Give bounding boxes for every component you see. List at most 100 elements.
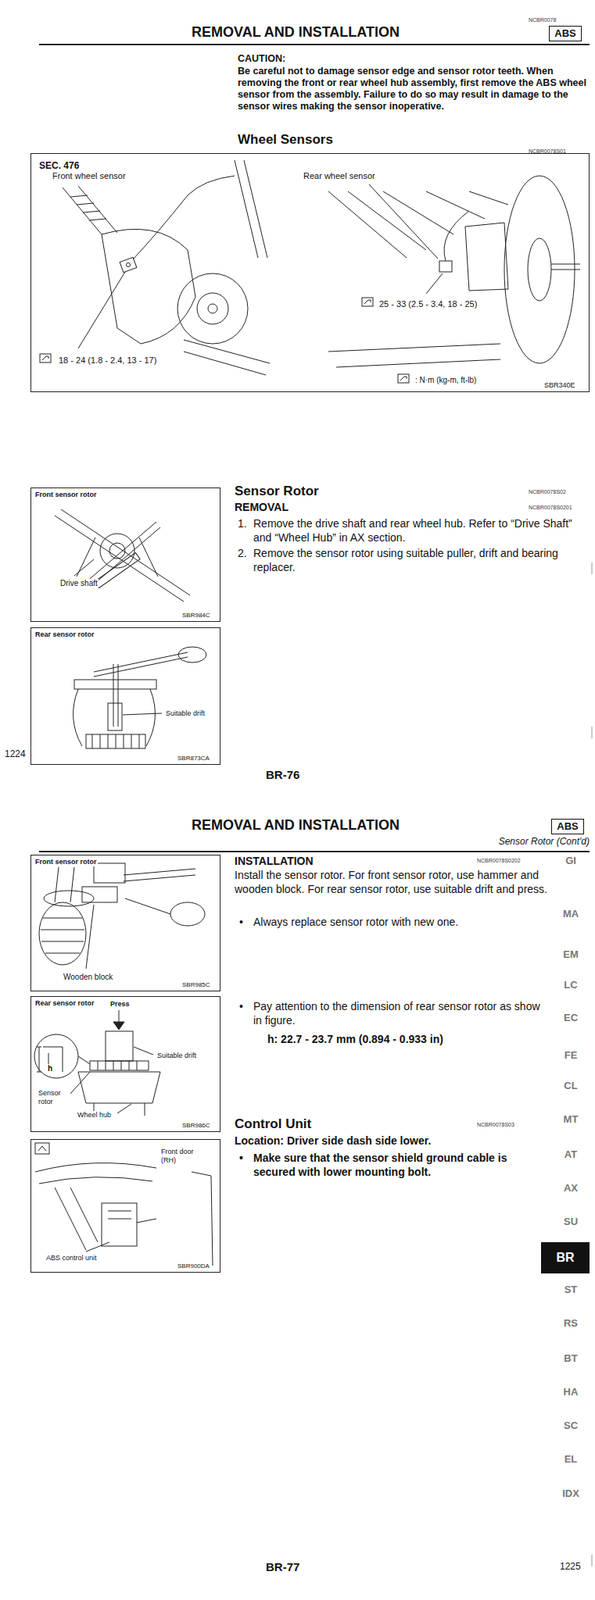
figure-title: Front sensor rotor [34,858,98,868]
figure-code: SBR900DA [176,1263,211,1272]
page-title: REMOVAL AND INSTALLATION [101,817,490,836]
part-name: Wheel hub [76,1111,112,1121]
caution-heading: CAUTION: [237,53,286,66]
caution-text: Be careful not to damage sensor edge and… [237,65,590,113]
part-name: ABS control unit [45,1254,98,1264]
front-rotor-install-drawing [39,863,205,970]
index-tab: MA [553,908,588,922]
unit-legend: : N·m (kg-m, ft-lb) [414,376,477,387]
rear-rotor-press-drawing [34,1010,161,1117]
header-rule [39,851,590,854]
figure-frame: Rear sensor rotorPressSuitable drifthSen… [30,996,221,1133]
reference-code: NCBR0078S02 [528,489,567,497]
index-tab: EC [553,1012,588,1026]
bullet-text: Always replace sensor rotor with new one… [253,916,548,931]
reference-code: NCBR0078S0201 [528,505,573,513]
index-tab: IDX [553,1488,588,1502]
part-name: Wooden block [62,973,114,984]
figure-frame: Front sensor rotorWooden blockSBR985C [30,855,221,993]
reference-code: NCBR0078S0202 [476,858,521,866]
header-rule [39,43,590,46]
index-tab: CL [553,1080,588,1094]
torque-spec: 18 - 24 (1.8 - 2.4, 13 - 17) [57,355,158,367]
body-text: Location: Driver side dash side lower. [234,1135,548,1150]
bullet: • [239,916,244,931]
active-index-tab: BR [541,1243,590,1275]
body-text: Install the sensor rotor. For front sens… [234,869,548,897]
section-tab-box: ABS [551,819,585,836]
dimension-label: h [46,1064,54,1076]
part-name: Front wheel sensor [51,171,127,183]
figure-code: SBR985C [181,982,212,990]
front-suspension-drawing [39,160,270,376]
tab-text: BR [555,1250,574,1267]
running-head: Sensor Rotor (Cont'd) [437,836,590,849]
figure-code: SBR986C [181,1122,212,1131]
index-tab: AX [553,1182,588,1196]
reference-code: NCBR0078S03 [476,1122,515,1130]
part-name: Sensor rotor [37,1089,71,1108]
index-tab: FE [553,1050,588,1063]
edge-mark [591,562,593,1568]
bullet: • [239,1152,244,1167]
section-heading: Control Unit [234,1116,312,1133]
page-number: 1225 [559,1562,581,1574]
rear-suspension-drawing [328,175,581,384]
step-number: 1. [237,517,248,532]
index-tab: BT [553,1353,588,1366]
tab-text: ABS [556,820,578,834]
figure-title: Front sensor rotor [34,491,98,500]
page-code: BR-76 [265,768,300,784]
part-name: Suitable drift [164,709,206,719]
step-text: Remove the sensor rotor using suitable p… [253,547,590,575]
figure-code: SBR873CA [176,755,211,764]
part-name: Rear wheel sensor [302,171,377,183]
figure-frame: SEC. 476Front wheel sensor Rear wheel sen… [30,153,590,393]
section-tab-box: ABS [548,25,582,42]
index-tab: ST [553,1284,588,1298]
index-tab: RS [553,1318,588,1331]
figure-frame: Front door (RH) ABS control unitSBR900DA [30,1139,221,1274]
figure-title: Rear sensor rotor [34,630,96,640]
section-heading: Sensor Rotor [234,483,320,500]
reference-code: NCBR0078S01 [528,148,567,156]
force-label: Press [109,1000,131,1010]
figure-frame: Front sensor rotorDrive shaftSBR984C [30,487,221,623]
index-tab: AT [553,1149,588,1162]
figure-frame: Rear sensor rotorSuitable driftSBR873CA [30,627,221,766]
step-number: 2. [237,547,248,562]
front-rotor-puller-drawing [54,509,190,603]
part-name: Drive shaft [59,579,99,590]
index-tab: EL [553,1454,588,1467]
dimension-spec: h: 22.7 - 23.7 mm (0.894 - 0.933 in) [267,1033,549,1048]
part-name: Front door (RH) [160,1148,209,1167]
page-number: 1224 [4,749,26,761]
page-title: REMOVAL AND INSTALLATION [101,23,490,42]
index-tab: HA [553,1387,588,1400]
index-tab: GI [553,855,588,868]
index-tab: EM [553,949,588,962]
bullet-text: Pay attention to the dimension of rear s… [253,1000,548,1029]
index-tab: MT [553,1114,588,1127]
figure-code: SBR984C [181,612,212,621]
torque-spec: 25 - 33 (2.5 - 3.4, 18 - 25) [378,299,478,311]
control-unit-location-drawing [35,1143,213,1267]
tab-text: ABS [554,27,576,40]
bullet: • [239,1000,244,1015]
subsection-heading: REMOVAL [234,501,289,516]
index-tab: SU [553,1216,588,1230]
section-heading: Wheel Sensors [237,131,334,148]
index-tab: SC [553,1420,588,1434]
section-number: SEC. 476 [38,160,80,173]
rear-rotor-puller-drawing [73,647,207,750]
figure-code: SBR340E [543,381,577,391]
part-name: Suitable drift [156,1052,198,1061]
page-code: BR-77 [265,1561,300,1577]
index-tab: LC [553,979,588,993]
step-text: Remove the drive shaft and rear wheel hu… [253,517,590,545]
bullet-text: Make sure that the sensor shield ground … [253,1152,548,1180]
subsection-heading: INSTALLATION [234,855,314,870]
reference-code: NCBR0078 [528,17,556,25]
